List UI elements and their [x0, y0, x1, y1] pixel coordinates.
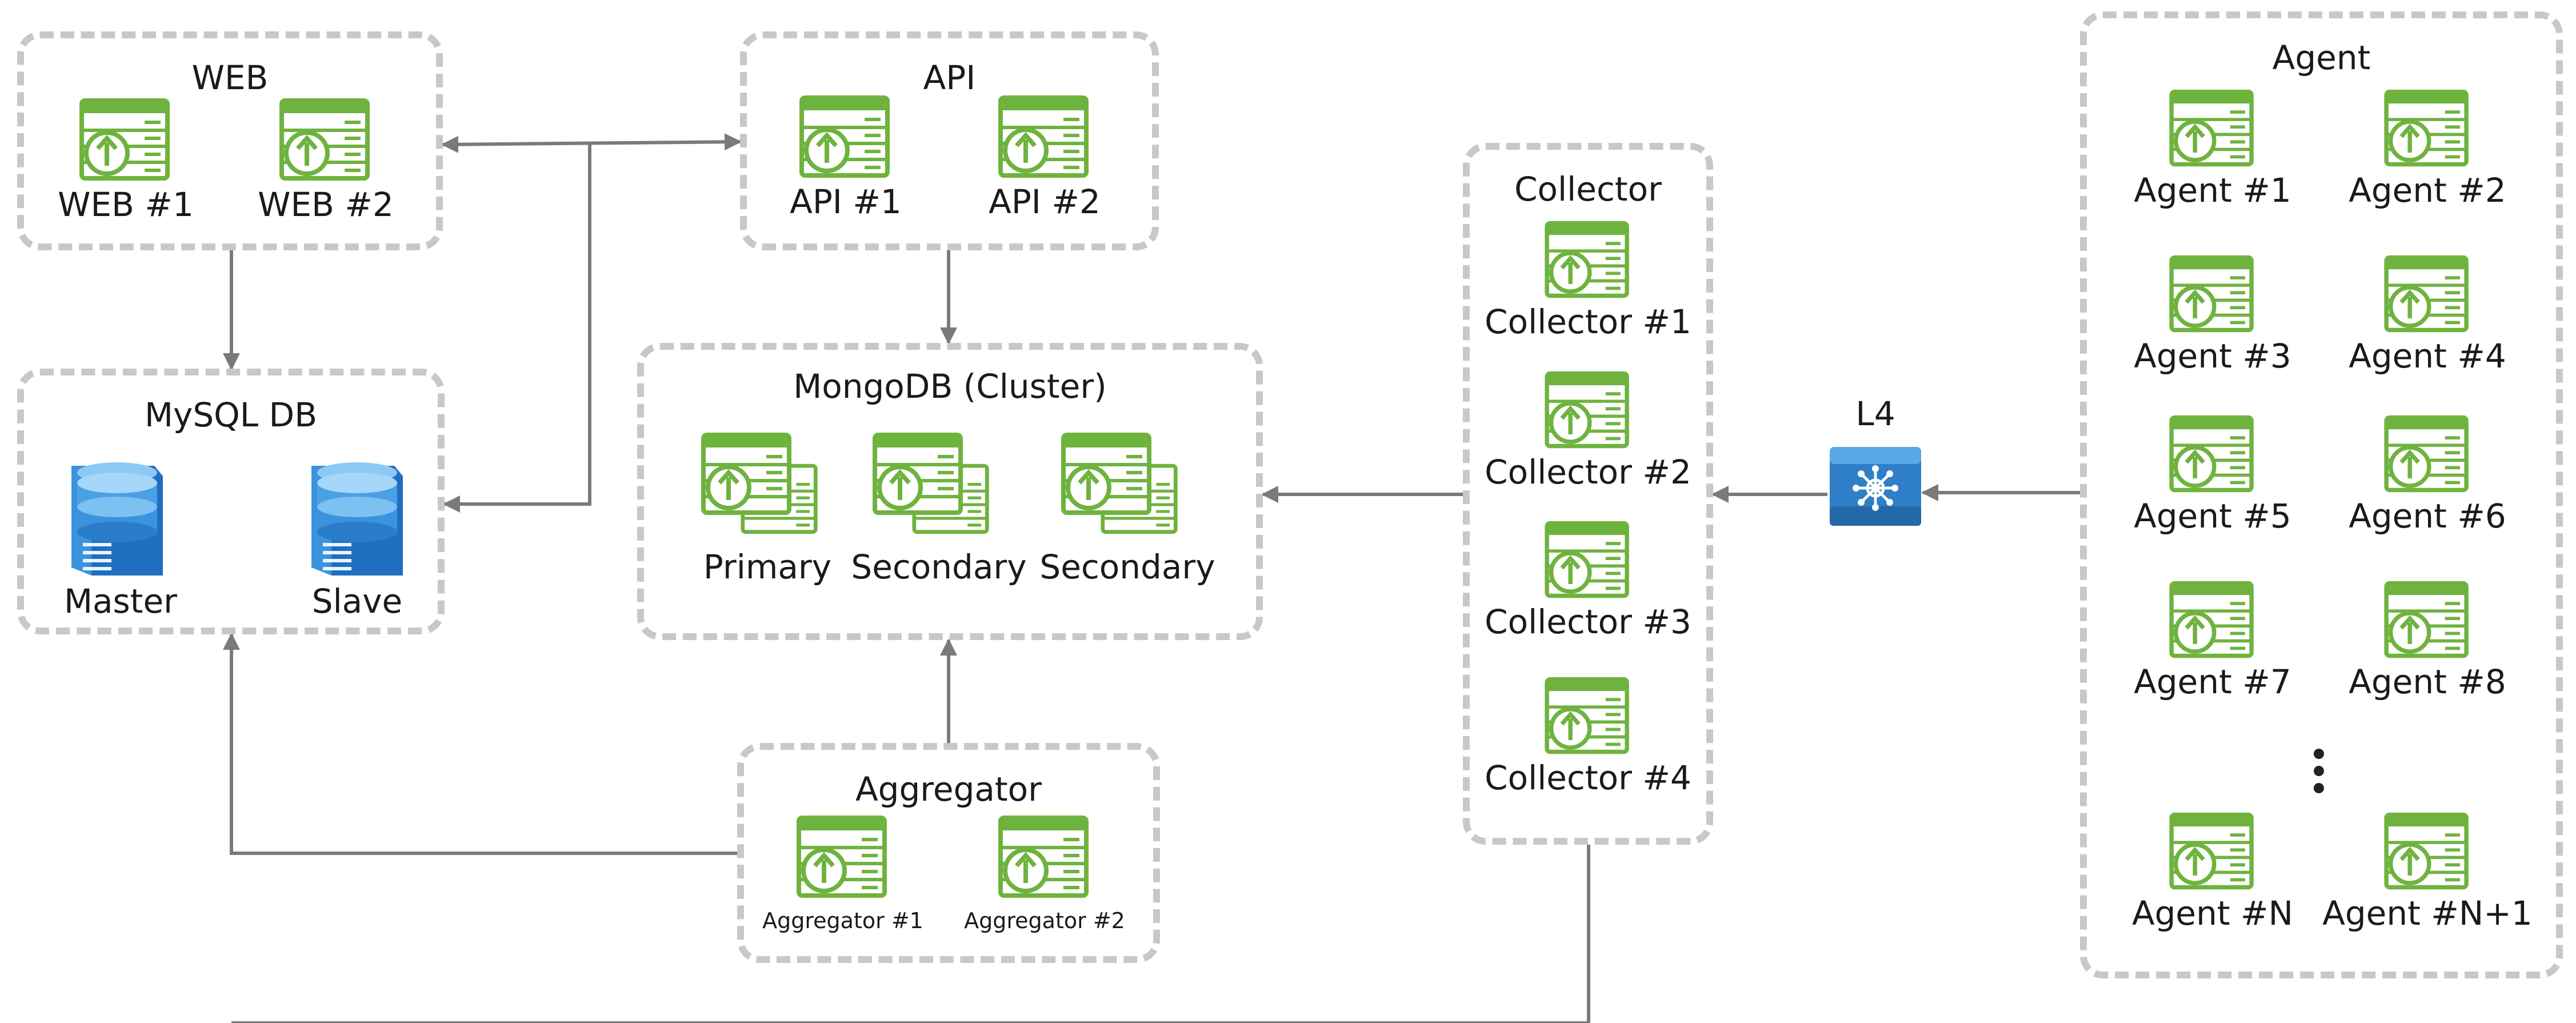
server-icon	[2167, 254, 2258, 334]
aggregator-2: Aggregator #2	[925, 814, 1165, 933]
server-icon	[277, 97, 374, 183]
web-group-title: WEB	[191, 58, 269, 97]
node-label: Agent #1	[2134, 171, 2291, 210]
web-api-to-slave-link	[443, 143, 591, 513]
aggregator-1: Aggregator #1	[723, 814, 963, 933]
node-label: Primary	[703, 548, 832, 586]
agent-7: Agent #7	[2093, 580, 2333, 701]
node-label: Agent #N	[2131, 894, 2294, 933]
mysql-slave: Slave	[237, 449, 477, 621]
server-icon	[996, 814, 1093, 900]
node-label: API #1	[790, 182, 902, 221]
api-group: API	[740, 31, 1159, 250]
database-icon	[309, 449, 406, 583]
node-label: Aggregator #2	[964, 908, 1125, 933]
aggregator-to-mysql-link	[223, 633, 737, 855]
node-label: Agent #3	[2134, 337, 2291, 375]
server-icon	[77, 97, 174, 183]
node-label: Collector #3	[1485, 602, 1691, 641]
web-api-link	[441, 133, 742, 153]
agent-5: Agent #5	[2093, 414, 2333, 536]
mongodb-primary: Primary	[647, 431, 887, 586]
server-icon	[794, 814, 891, 900]
server-cluster-icon	[1059, 431, 1196, 543]
server-cluster-icon	[699, 431, 836, 543]
node-label: Agent #7	[2134, 662, 2291, 701]
node-label: API #2	[989, 182, 1101, 221]
collector-3: Collector #3	[1468, 520, 1708, 641]
server-icon	[2382, 254, 2473, 334]
node-label: Agent #8	[2349, 662, 2506, 701]
server-icon	[2167, 89, 2258, 169]
node-label: Agent #6	[2349, 497, 2506, 536]
node-label: Agent #2	[2349, 171, 2506, 210]
collector-group-title: Collector	[1514, 170, 1662, 209]
node-label: WEB #1	[58, 185, 194, 224]
node-label: Collector #1	[1485, 302, 1691, 341]
server-icon	[1542, 220, 1634, 300]
agent-8: Agent #8	[2307, 580, 2547, 701]
mysql-group-title: MySQL DB	[144, 395, 318, 434]
l4-switch: L4	[1813, 394, 1938, 529]
database-icon	[69, 449, 166, 583]
agent-6: Agent #6	[2307, 414, 2547, 536]
mysql-master: Master	[0, 449, 237, 621]
server-icon	[2382, 812, 2473, 892]
aggregator-group-title: Aggregator	[855, 770, 1042, 809]
mongodb-secondary-2: Secondary	[1007, 431, 1247, 586]
server-icon	[1542, 676, 1634, 756]
web-server-1: WEB #1	[6, 97, 246, 224]
collector-1: Collector #1	[1468, 220, 1708, 341]
aggregator-group: Aggregator	[737, 743, 1160, 963]
agent-n: Agent #N	[2093, 812, 2333, 933]
server-icon	[1542, 370, 1634, 450]
server-icon	[996, 94, 1093, 180]
node-label: Secondary	[1039, 548, 1215, 586]
node-label: Secondary	[851, 548, 1027, 586]
collector-2: Collector #2	[1468, 370, 1708, 491]
collector-group: Collector	[1463, 143, 1713, 845]
node-label: Agent #4	[2349, 337, 2506, 375]
more-agents-ellipsis	[2307, 749, 2330, 800]
l4-label: L4	[1855, 394, 1895, 433]
node-label: Slave	[311, 582, 403, 621]
node-label: Collector #2	[1485, 453, 1691, 491]
web-server-2: WEB #2	[206, 97, 446, 224]
server-icon	[2382, 414, 2473, 494]
agent-group: Agent	[2080, 11, 2563, 978]
node-label: WEB #2	[258, 185, 394, 224]
agent-n-plus-1: Agent #N+1	[2307, 812, 2547, 933]
node-label: Agent #N+1	[2322, 894, 2533, 933]
collector-4: Collector #4	[1468, 676, 1708, 797]
mongodb-secondary-1: Secondary	[819, 431, 1059, 586]
mongodb-group-title: MongoDB (Cluster)	[793, 367, 1107, 406]
api-group-title: API	[923, 58, 976, 97]
server-icon	[2167, 812, 2258, 892]
collector-to-mysql-link	[231, 845, 1590, 1023]
node-label: Agent #5	[2134, 497, 2291, 536]
api-server-1: API #1	[726, 94, 966, 221]
server-icon	[2382, 89, 2473, 169]
server-icon	[1542, 520, 1634, 600]
api-server-2: API #2	[925, 94, 1165, 221]
agent-group-title: Agent	[2272, 38, 2371, 77]
mongodb-group: MongoDB (Cluster)	[637, 343, 1263, 640]
agent-3: Agent #3	[2093, 254, 2333, 375]
agent-1: Agent #1	[2093, 89, 2333, 210]
server-cluster-icon	[870, 431, 1007, 543]
node-label: Aggregator #1	[762, 908, 923, 933]
web-group: WEB	[17, 31, 443, 250]
mysql-group: MySQL DB	[17, 369, 445, 634]
l4-switch-icon	[1830, 447, 1921, 526]
server-icon	[2382, 580, 2473, 660]
node-label: Collector #4	[1485, 758, 1691, 797]
server-icon	[2167, 414, 2258, 494]
server-icon	[2167, 580, 2258, 660]
node-label: Master	[63, 582, 178, 621]
agent-4: Agent #4	[2307, 254, 2547, 375]
agent-2: Agent #2	[2307, 89, 2547, 210]
server-icon	[797, 94, 894, 180]
